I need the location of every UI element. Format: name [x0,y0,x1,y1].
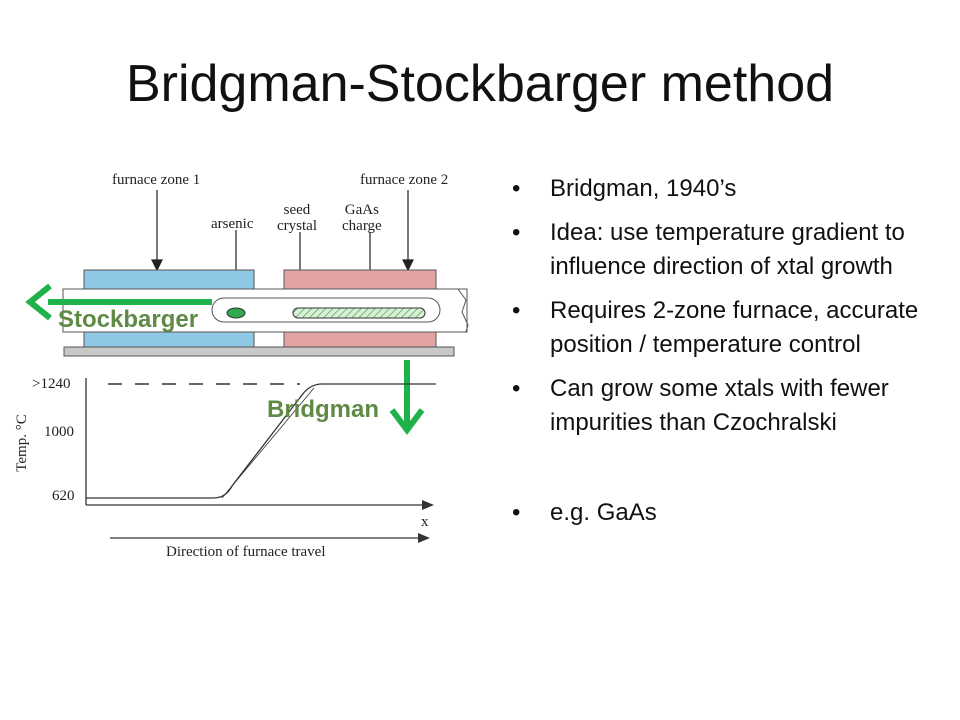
bullet-text: Bridgman, 1940’s [550,175,737,202]
bullet-text: Requires 2-zone furnace, accurate positi… [550,297,919,358]
arsenic-label: arsenic [211,216,254,232]
gaas-label-line2: charge [342,218,382,234]
bullet-text: Can grow some xtals with fewer impuritie… [550,375,889,436]
stockbarger-arrow-head [25,283,52,321]
bullet-marker: • [512,297,521,324]
gaas-charge [292,307,426,319]
stockbarger-label: Stockbarger [58,306,199,333]
seed-label-line2: crystal [277,218,317,234]
arsenic-charge [226,307,246,319]
bullet-item: • Idea: use temperature gradient to infl… [508,216,953,284]
x-axis-label: x [421,514,429,530]
travel-label: Direction of furnace travel [166,544,326,560]
zone1-label: furnace zone 1 [112,172,201,188]
bullet-list: • Bridgman, 1940’s • Idea: use temperatu… [508,172,953,540]
furnace-schematic [25,190,469,543]
temperature-profile [86,383,436,499]
bridgman-arrow-head [389,408,425,435]
bullet-marker: • [512,219,521,246]
bullet-text: e.g. GaAs [550,499,657,526]
bullet-item: • e.g. GaAs [508,496,953,530]
gaas-label-line1: GaAs [344,202,379,218]
tick-label-low: 620 [52,488,75,504]
bridgman-diagram: furnace zone 1 furnace zone 2 arsenic se… [0,160,490,580]
bullet-item: • Requires 2-zone furnace, accurate posi… [508,294,953,362]
bullet-marker: • [512,175,521,202]
bullet-item: • Can grow some xtals with fewer impurit… [508,372,953,440]
bullet-marker: • [512,499,521,526]
bullet-marker: • [512,375,521,402]
bullet-text: Idea: use temperature gradient to influe… [550,219,905,280]
gaas-charge-label: GaAs charge [342,202,382,234]
tick-label-mid: 1000 [44,424,74,440]
tick-label-high: >1240 [32,376,71,392]
furnace-base [63,346,455,357]
bridgman-label: Bridgman [267,396,380,423]
seed-crystal-label: seed crystal [277,202,317,234]
zone2-label: furnace zone 2 [360,172,449,188]
seed-label-line1: seed [283,202,311,218]
temp-axis-title: Temp. °C [14,414,30,472]
bullet-item: • Bridgman, 1940’s [508,172,953,206]
slide-title: Bridgman-Stockbarger method [125,55,835,113]
